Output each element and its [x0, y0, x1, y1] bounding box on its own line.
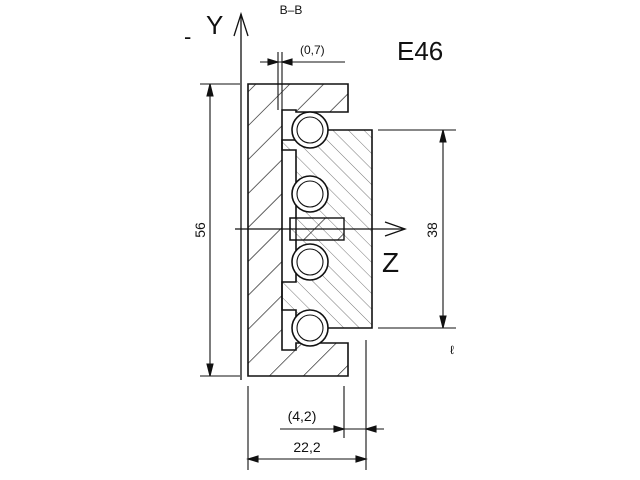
stray-mark: ℓ — [450, 343, 454, 357]
ball-1 — [291, 111, 329, 149]
dimension-width-label: 22,2 — [293, 439, 320, 455]
drawing-code: E46 — [397, 36, 443, 66]
ball-4 — [291, 309, 329, 347]
dimension-bottom — [246, 340, 384, 470]
ball-2 — [291, 175, 329, 213]
section-label: B–B — [280, 3, 303, 17]
ball-bearings — [291, 111, 329, 347]
dimension-gap-top — [260, 52, 345, 110]
outer-rail-profile — [247, 83, 349, 377]
y-axis-label: Y — [206, 10, 223, 40]
dimension-56-label: 56 — [192, 222, 208, 238]
z-axis — [235, 221, 407, 237]
dimension-gap-top-label: (0,7) — [300, 43, 325, 57]
y-axis-prefix: - — [184, 24, 191, 49]
ball-3 — [291, 243, 329, 281]
dimension-38-label: 38 — [424, 222, 440, 238]
dimension-38 — [378, 129, 456, 329]
dimension-56 — [200, 83, 240, 377]
z-axis-label: Z — [382, 247, 399, 278]
y-axis — [233, 11, 249, 380]
dimension-offset-label: (4,2) — [288, 408, 317, 424]
